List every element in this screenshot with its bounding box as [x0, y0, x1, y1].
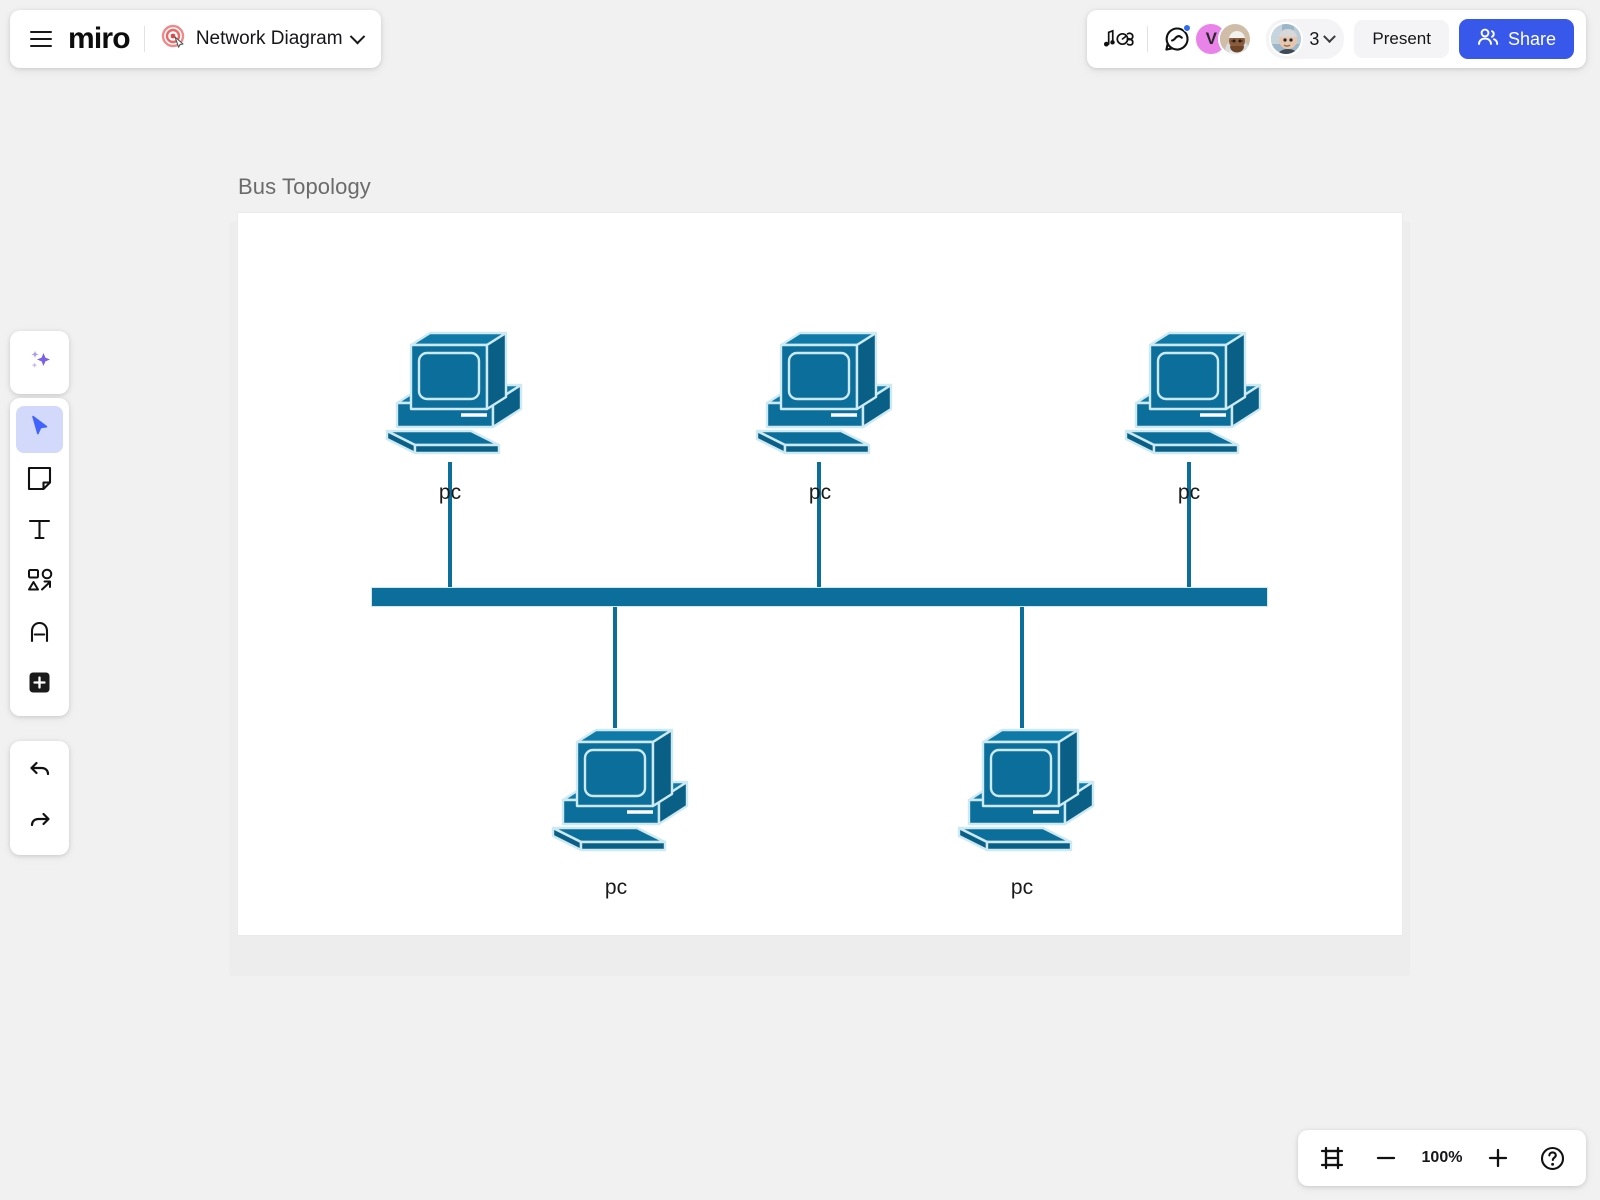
- board-name-chip[interactable]: Network Diagram: [159, 20, 365, 59]
- select-tool[interactable]: [16, 406, 63, 453]
- bus-backbone[interactable]: [371, 587, 1268, 607]
- connector-line[interactable]: [1020, 602, 1024, 728]
- pen-tool[interactable]: [16, 610, 63, 657]
- more-apps-tool[interactable]: [16, 661, 63, 708]
- shapes-icon: [26, 566, 54, 599]
- chat-notification-dot: [1183, 24, 1192, 32]
- zoom-toolbar: 100%: [1298, 1130, 1586, 1186]
- collaborator-count: 3: [1309, 28, 1320, 49]
- toolbar-group-ai: [10, 331, 69, 394]
- collaborator-avatars[interactable]: V: [1194, 22, 1253, 56]
- connector-line[interactable]: [817, 462, 821, 592]
- chevron-down-icon: [1323, 29, 1337, 43]
- network-node-pc[interactable]: [947, 724, 1097, 864]
- connector-line[interactable]: [448, 462, 452, 592]
- zoom-in-button[interactable]: [1478, 1138, 1518, 1178]
- share-button-label: Share: [1507, 28, 1556, 49]
- target-board-icon: [161, 24, 187, 55]
- miro-logo[interactable]: miro: [68, 22, 131, 55]
- collaborator-count-chip[interactable]: 3: [1266, 19, 1345, 59]
- share-button[interactable]: Share: [1458, 19, 1574, 59]
- present-button[interactable]: Present: [1354, 20, 1449, 58]
- text-T-icon: [26, 516, 53, 548]
- sticky-note-icon: [26, 465, 53, 497]
- network-node-label[interactable]: pc: [438, 481, 462, 504]
- frame-title[interactable]: Bus Topology: [238, 174, 371, 199]
- connector-line[interactable]: [1187, 462, 1191, 592]
- top-left-toolbar: miro Network Diagram: [10, 10, 381, 68]
- network-node-label[interactable]: pc: [1010, 876, 1034, 899]
- network-node-label[interactable]: pc: [1177, 481, 1201, 504]
- divider: [143, 26, 145, 52]
- hamburger-menu-icon[interactable]: [28, 27, 54, 52]
- zoom-out-button[interactable]: [1366, 1138, 1406, 1178]
- network-node-label[interactable]: pc: [604, 876, 628, 899]
- chat-bubble-icon[interactable]: [1158, 20, 1196, 58]
- plus-square-icon: [26, 669, 53, 701]
- sticky-note-tool[interactable]: [16, 457, 63, 504]
- network-node-pc[interactable]: [541, 724, 691, 864]
- chevron-down-icon: [349, 28, 365, 44]
- pen-nib-icon: [26, 618, 53, 650]
- connector-line[interactable]: [613, 602, 617, 728]
- sparkle-icon: [25, 345, 55, 380]
- people-icon: [1477, 28, 1499, 51]
- network-node-label[interactable]: pc: [808, 481, 832, 504]
- board-name-label: Network Diagram: [195, 28, 343, 49]
- cursor-arrow-icon: [27, 414, 53, 445]
- toolbar-group-main: [10, 398, 69, 716]
- avatar-photo-1[interactable]: [1218, 22, 1253, 56]
- shapes-tool[interactable]: [16, 559, 63, 606]
- network-node-pc[interactable]: [745, 327, 895, 467]
- avatar-photo-2: [1269, 22, 1304, 56]
- undo-tool[interactable]: [16, 749, 63, 796]
- network-node-pc[interactable]: [1114, 327, 1264, 467]
- top-right-toolbar: V: [1087, 10, 1586, 68]
- network-node-pc[interactable]: [375, 327, 525, 467]
- ai-sparkle-tool[interactable]: [16, 339, 63, 386]
- undo-arrow-icon: [26, 756, 54, 789]
- redo-tool[interactable]: [16, 800, 63, 847]
- text-tool[interactable]: [16, 508, 63, 555]
- help-button[interactable]: [1532, 1138, 1572, 1178]
- toolbar-group-history: [10, 741, 69, 855]
- redo-arrow-icon: [26, 807, 54, 840]
- divider: [1147, 26, 1149, 52]
- zoom-level-label[interactable]: 100%: [1421, 1149, 1463, 1166]
- fit-to-frame-icon[interactable]: [1312, 1138, 1352, 1178]
- music-notes-icon[interactable]: [1099, 20, 1137, 58]
